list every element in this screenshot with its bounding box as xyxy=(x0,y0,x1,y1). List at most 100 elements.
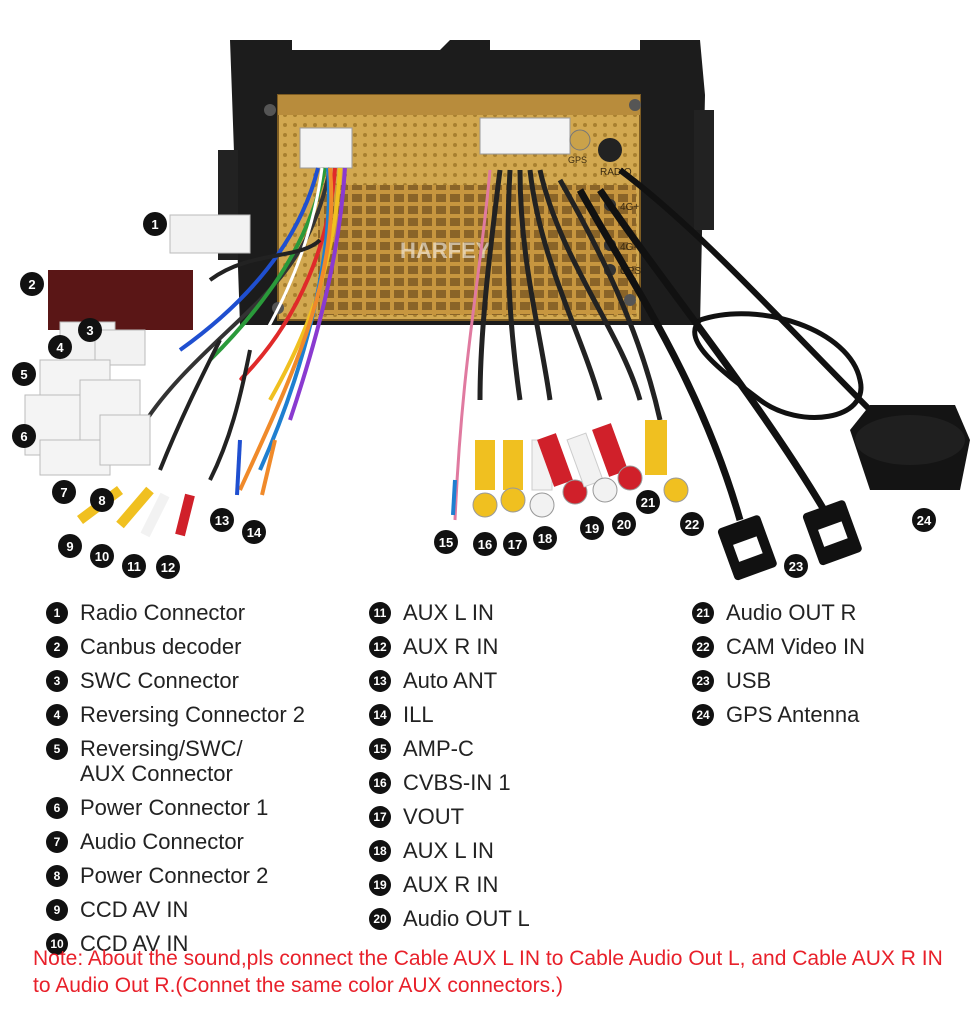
port-label-4g-minus: 4G- xyxy=(620,242,637,253)
legend-item: 20 Audio OUT L xyxy=(369,906,530,931)
legend-label: Auto ANT xyxy=(403,668,498,693)
legend-number: 16 xyxy=(369,772,391,794)
legend-item: 4 Reversing Connector 2 xyxy=(46,702,305,727)
legend-item: 18 AUX L IN xyxy=(369,838,530,863)
callout-8: 8 xyxy=(90,488,114,512)
legend-item: 22 CAM Video IN xyxy=(692,634,865,659)
legend-number: 3 xyxy=(46,670,68,692)
legend-item: 24 GPS Antenna xyxy=(692,702,865,727)
head-unit-watermark: HARFEY xyxy=(400,238,491,263)
callout-4: 4 xyxy=(48,335,72,359)
legend-label: Reversing Connector 2 xyxy=(80,702,306,727)
sound-connection-note: Note: About the sound,pls connect the Ca… xyxy=(33,947,943,997)
product-photo: HARFEY GPS RADIO 4G+ 4G- GPS xyxy=(12,40,970,581)
legend-item: 17 VOUT xyxy=(369,804,530,829)
legend-label: AUX L IN xyxy=(403,600,494,625)
legend-number: 20 xyxy=(369,908,391,930)
connector-blocks-left xyxy=(24,214,251,476)
legend-number: 7 xyxy=(46,831,68,853)
legend-item: 8 Power Connector 2 xyxy=(46,863,305,888)
legend-label: Power Connector 2 xyxy=(80,863,269,888)
callout-11: 11 xyxy=(122,554,146,578)
rca-plugs-center xyxy=(451,420,689,518)
legend-item: 7 Audio Connector xyxy=(46,829,305,854)
legend-item: 12 AUX R IN xyxy=(369,634,530,659)
legend-label: CVBS-IN 1 xyxy=(403,770,511,795)
callout-19: 19 xyxy=(580,516,604,540)
legend-item: 23 USB xyxy=(692,668,865,693)
legend-label: Audio Connector xyxy=(80,829,244,854)
legend-label: ILL xyxy=(403,702,434,727)
callout-12: 12 xyxy=(156,555,180,579)
callout-14: 14 xyxy=(242,520,266,544)
callout-2: 2 xyxy=(20,272,44,296)
callout-13: 13 xyxy=(210,508,234,532)
center-cables xyxy=(453,167,883,522)
legend-item: 11 AUX L IN xyxy=(369,600,530,625)
callout-10: 10 xyxy=(90,544,114,568)
legend-label: AUX L IN xyxy=(403,838,494,863)
legend-number: 10 xyxy=(46,933,68,955)
legend-number: 22 xyxy=(692,636,714,658)
callout-22: 22 xyxy=(680,512,704,536)
legend-number: 5 xyxy=(46,738,68,760)
legend-label: USB xyxy=(726,668,772,693)
callout-17: 17 xyxy=(503,532,527,556)
legend-number: 19 xyxy=(369,874,391,896)
legend-number: 4 xyxy=(46,704,68,726)
legend-label: GPS Antenna xyxy=(726,702,860,727)
legend-label: Canbus decoder xyxy=(80,634,242,659)
callout-18: 18 xyxy=(533,526,557,550)
legend-label: CCD AV IN xyxy=(80,931,189,956)
legend-label: Audio OUT L xyxy=(403,906,530,931)
port-label-4g-plus: 4G+ xyxy=(620,202,639,213)
callout-16: 16 xyxy=(473,532,497,556)
rca-plugs-left xyxy=(77,439,277,538)
legend-item: 21 Audio OUT R xyxy=(692,600,865,625)
legend-number: 17 xyxy=(369,806,391,828)
legend-label: Reversing/SWC/ AUX Connector xyxy=(80,736,243,786)
legend-number: 14 xyxy=(369,704,391,726)
gps-antenna xyxy=(850,405,970,490)
callout-9: 9 xyxy=(58,534,82,558)
callout-badges: 1 2 3 4 5 6 7 8 9 10 11 12 13 14 15 16 1… xyxy=(12,212,936,579)
callout-7: 7 xyxy=(52,480,76,504)
legend-label: CAM Video IN xyxy=(726,634,865,659)
legend-item: 1 Radio Connector xyxy=(46,600,305,625)
legend-item: 19 AUX R IN xyxy=(369,872,530,897)
legend-number: 15 xyxy=(369,738,391,760)
legend-label: Radio Connector xyxy=(80,600,246,625)
wire-harness-left xyxy=(138,167,347,491)
legend-item: 16 CVBS-IN 1 xyxy=(369,770,530,795)
legend-number: 1 xyxy=(46,602,68,624)
legend-number: 23 xyxy=(692,670,714,692)
callout-15: 15 xyxy=(434,530,458,554)
legend-label: AUX R IN xyxy=(403,634,499,659)
callout-3: 3 xyxy=(78,318,102,342)
gps-port-label: GPS xyxy=(568,155,587,165)
legend-item: 9 CCD AV IN xyxy=(46,897,305,922)
legend-number: 18 xyxy=(369,840,391,862)
callout-24: 24 xyxy=(912,508,936,532)
radio-port-label: RADIO xyxy=(600,167,632,178)
legend-label: CCD AV IN xyxy=(80,897,189,922)
legend-label: AUX R IN xyxy=(403,872,499,897)
legend-label: Power Connector 1 xyxy=(80,795,269,820)
legend-number: 9 xyxy=(46,899,68,921)
legend-number: 24 xyxy=(692,704,714,726)
legend-number: 11 xyxy=(369,602,391,624)
legend-number: 8 xyxy=(46,865,68,887)
legend-item: 10 CCD AV IN xyxy=(46,931,305,956)
legend-number: 2 xyxy=(46,636,68,658)
callout-21: 21 xyxy=(636,490,660,514)
legend-label: VOUT xyxy=(403,804,465,829)
legend-column-3: 21 Audio OUT R 22 CAM Video IN 23 USB 24 GPS… xyxy=(692,600,865,736)
legend-label: Audio OUT R xyxy=(726,600,857,625)
legend-number: 12 xyxy=(369,636,391,658)
legend-number: 21 xyxy=(692,602,714,624)
legend-item: 14 ILL xyxy=(369,702,530,727)
